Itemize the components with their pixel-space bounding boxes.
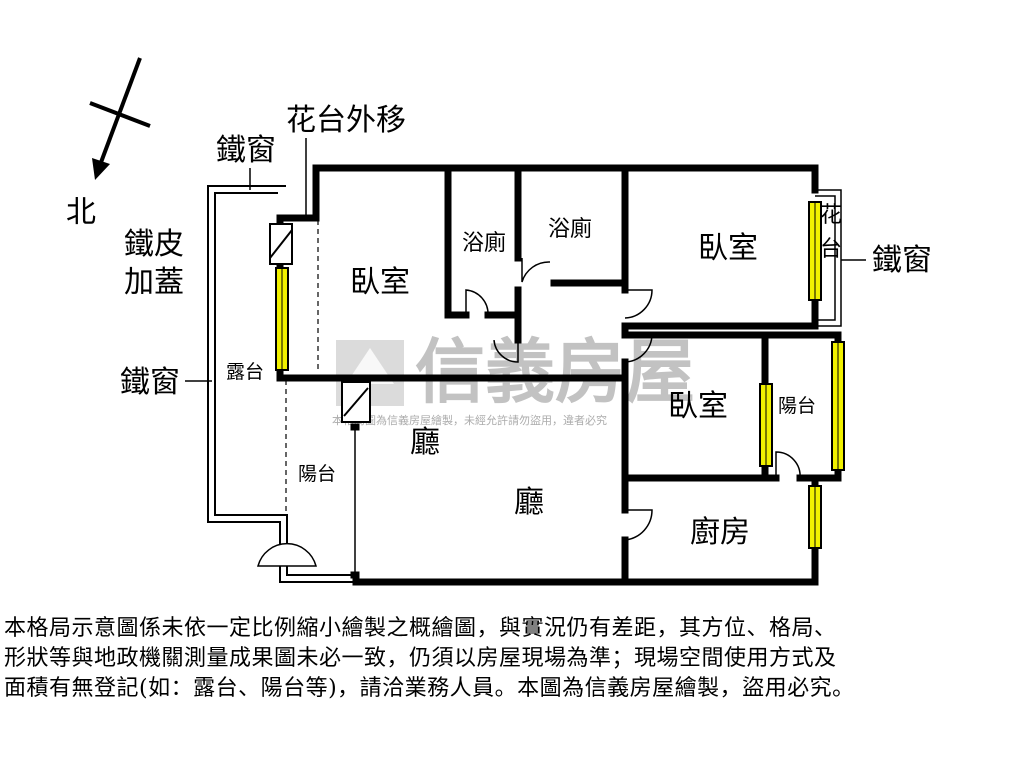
label-kitchen: 廚房 [690, 515, 750, 550]
watermark-brand: 信義房屋 [415, 331, 695, 413]
label-bath-1: 浴廁 [462, 231, 506, 256]
doors [257, 258, 801, 567]
watermark: 信義房屋 本格局圖為信義房屋繪製，未經允許請勿盜用，違者必究 [332, 331, 695, 427]
disclaimer-text: 本格局示意圖係未依一定比例縮小繪製之概繪圖，與實況仍有差距，其方位、格局、 形狀… [4, 614, 1020, 704]
label-bedroom-1: 臥室 [350, 265, 410, 300]
disclaimer-line-3: 面積有無登記(如：露台、陽台等)，請洽業務人員。本圖為信義房屋繪製，盜用必究。 [4, 676, 855, 701]
flower-bed-right-outline [815, 189, 842, 327]
label-living-2: 廳 [514, 485, 544, 520]
disclaimer-line-2: 形狀等與地政機關測量成果圖未必一致，仍須以房屋現場為準；現場空間使用方式及 [4, 646, 837, 671]
dashed-lines [285, 220, 319, 515]
equipment-box-2 [341, 381, 371, 423]
label-bedroom-3: 臥室 [668, 389, 728, 424]
north-label: 北 [66, 195, 96, 230]
label-living-1: 廳 [410, 425, 440, 460]
equipment-box-1 [269, 223, 293, 265]
watermark-notice: 本格局圖為信義房屋繪製，未經允許請勿盜用，違者必究 [332, 413, 607, 427]
windows [275, 201, 845, 549]
label-iron-window-right: 鐵窗 [872, 243, 932, 278]
balcony-door-line [350, 423, 360, 579]
label-flower-bed-right-1: 花 [820, 203, 842, 228]
label-terrace: 露台 [226, 361, 264, 383]
label-iron-window-top: 鐵窗 [216, 133, 276, 168]
disclaimer-line-1: 本格局示意圖係未依一定比例縮小繪製之概繪圖，與實況仍有差距，其方位、格局、 [4, 616, 837, 641]
label-bedroom-2: 臥室 [698, 231, 758, 266]
label-iron-window-left: 鐵窗 [120, 365, 180, 400]
label-bath-2: 浴廁 [548, 217, 592, 242]
label-flower-bed-right-2: 台 [820, 237, 842, 262]
north-arrow [89, 57, 151, 180]
label-iron-roof-1: 鐵皮 [124, 227, 184, 262]
label-balcony-left: 陽台 [298, 463, 336, 485]
label-iron-roof-2: 加蓋 [124, 265, 184, 300]
iron-roof-outline [207, 185, 356, 583]
label-balcony-right: 陽台 [778, 395, 816, 417]
label-flower-bed-moved: 花台外移 [286, 103, 406, 138]
